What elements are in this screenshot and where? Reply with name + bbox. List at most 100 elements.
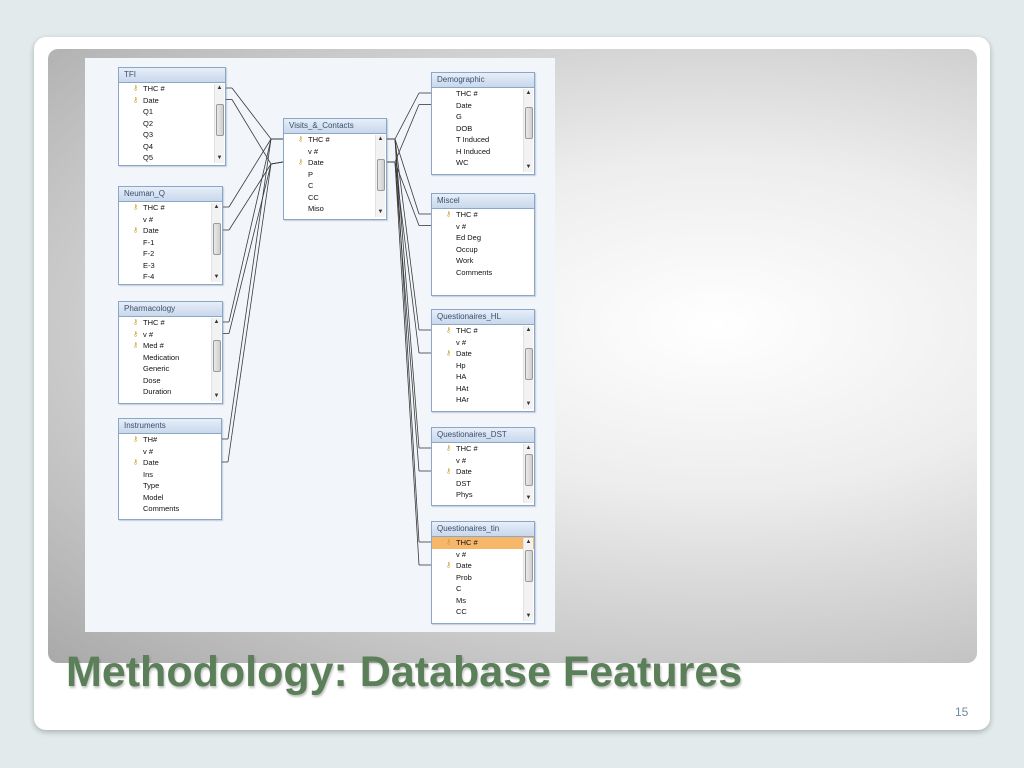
table-field[interactable]: Date <box>432 100 534 112</box>
table-title[interactable]: Demographic <box>432 73 534 88</box>
scrollbar[interactable]: ▲▼ <box>523 538 533 621</box>
table-field[interactable]: ⚷THC # <box>284 134 386 146</box>
table-field[interactable]: ⚷Date <box>432 466 534 478</box>
table-field[interactable]: ⚷Date <box>119 95 225 107</box>
table-field[interactable]: ⚷TH# <box>119 434 221 446</box>
scrollbar[interactable]: ▲▼ <box>523 444 533 503</box>
table-field[interactable]: Dose <box>119 375 222 387</box>
table-field[interactable]: v # <box>119 446 221 458</box>
table-field[interactable]: Work <box>432 255 534 267</box>
scroll-thumb[interactable] <box>525 107 533 139</box>
table-field[interactable]: G <box>432 111 534 123</box>
table-field[interactable]: F-1 <box>119 237 222 249</box>
table-field[interactable]: HA <box>432 371 534 383</box>
table-field[interactable]: P <box>284 169 386 181</box>
table-field[interactable]: Occup <box>432 244 534 256</box>
table-title[interactable]: TFI <box>119 68 225 83</box>
table-field[interactable]: v # <box>432 455 534 467</box>
table-field[interactable]: T Induced <box>432 134 534 146</box>
table-field[interactable]: Comments <box>432 267 534 279</box>
table-field[interactable]: Q3 <box>119 129 225 141</box>
table-title[interactable]: Visits_&_Contacts <box>284 119 386 134</box>
table-field[interactable]: ⚷THC # <box>432 537 534 549</box>
scroll-up-arrow-icon[interactable]: ▲ <box>525 445 532 451</box>
table-field[interactable]: ⚷THC # <box>432 209 534 221</box>
scrollbar[interactable]: ▲▼ <box>375 135 385 217</box>
table-field[interactable]: DST <box>432 478 534 490</box>
table-field[interactable]: v # <box>432 549 534 561</box>
table-field[interactable]: ⚷Date <box>432 348 534 360</box>
scrollbar[interactable]: ▲▼ <box>523 326 533 409</box>
scroll-up-arrow-icon[interactable]: ▲ <box>525 90 532 96</box>
table-field[interactable]: ⚷Date <box>432 560 534 572</box>
table-field[interactable]: Prob <box>432 572 534 584</box>
scroll-thumb[interactable] <box>216 104 224 136</box>
table-title[interactable]: Neuman_Q <box>119 187 222 202</box>
table-field[interactable]: C <box>284 180 386 192</box>
table-field[interactable]: ⚷Date <box>119 457 221 469</box>
table-title[interactable]: Miscel <box>432 194 534 209</box>
table-field[interactable]: ⚷Date <box>284 157 386 169</box>
table-field[interactable]: Phys <box>432 489 534 501</box>
table-title[interactable]: Questionaires_DST <box>432 428 534 443</box>
table-field[interactable]: Hp <box>432 360 534 372</box>
scroll-down-arrow-icon[interactable]: ▼ <box>377 209 384 215</box>
scrollbar[interactable]: ▲▼ <box>211 203 221 282</box>
scroll-thumb[interactable] <box>213 340 221 372</box>
table-field[interactable]: Ins <box>119 469 221 481</box>
table-field[interactable]: ⚷v # <box>119 329 222 341</box>
table-field[interactable]: Ed Deg <box>432 232 534 244</box>
table-field[interactable]: v # <box>284 146 386 158</box>
scroll-up-arrow-icon[interactable]: ▲ <box>377 136 384 142</box>
table-field[interactable]: ⚷THC # <box>432 443 534 455</box>
table-field[interactable]: ⚷THC # <box>432 325 534 337</box>
table-field[interactable]: ⚷THC # <box>119 202 222 214</box>
scrollbar[interactable]: ▲▼ <box>523 89 533 172</box>
scroll-thumb[interactable] <box>525 454 533 486</box>
scroll-up-arrow-icon[interactable]: ▲ <box>216 85 223 91</box>
table-field[interactable]: Q1 <box>119 106 225 118</box>
table-field[interactable]: Medication <box>119 352 222 364</box>
table-field[interactable]: CC <box>284 192 386 204</box>
table-field[interactable]: ⚷Date <box>119 225 222 237</box>
table-field[interactable]: v # <box>432 337 534 349</box>
scroll-thumb[interactable] <box>525 550 533 582</box>
table-field[interactable]: E-3 <box>119 260 222 272</box>
table-field[interactable]: v # <box>432 221 534 233</box>
table-field[interactable]: H Induced <box>432 146 534 158</box>
scroll-thumb[interactable] <box>213 223 221 255</box>
table-field[interactable]: Miso <box>284 203 386 215</box>
table-field[interactable]: CC <box>432 606 534 618</box>
scroll-thumb[interactable] <box>525 348 533 380</box>
table-field[interactable]: WC <box>432 157 534 169</box>
table-field[interactable]: Q4 <box>119 141 225 153</box>
scroll-down-arrow-icon[interactable]: ▼ <box>525 613 532 619</box>
scroll-up-arrow-icon[interactable]: ▲ <box>525 327 532 333</box>
scroll-down-arrow-icon[interactable]: ▼ <box>525 401 532 407</box>
table-field[interactable]: Duration <box>119 386 222 398</box>
scroll-thumb[interactable] <box>377 159 385 191</box>
table-field[interactable]: v # <box>119 214 222 226</box>
table-field[interactable]: DOB <box>432 123 534 135</box>
table-field[interactable]: F-2 <box>119 248 222 260</box>
table-title[interactable]: Questionaires_tin <box>432 522 534 537</box>
scroll-up-arrow-icon[interactable]: ▲ <box>213 319 220 325</box>
table-field[interactable]: HAt <box>432 383 534 395</box>
scrollbar[interactable]: ▲▼ <box>211 318 221 401</box>
